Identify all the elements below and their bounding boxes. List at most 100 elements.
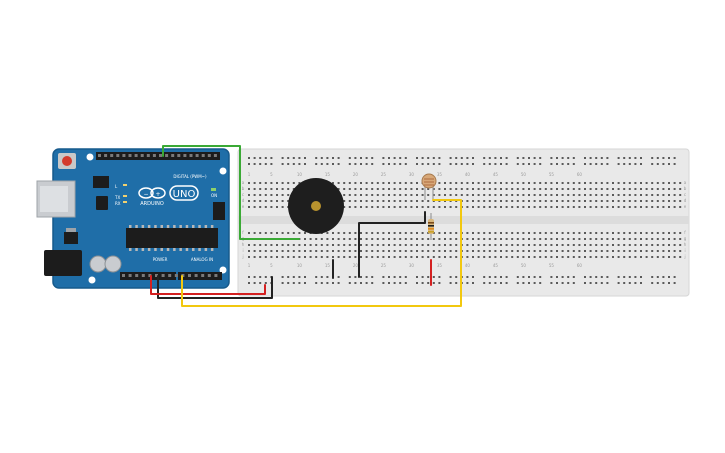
breadboard-hole[interactable] [595, 256, 598, 258]
breadboard-hole[interactable] [337, 276, 340, 278]
breadboard-hole[interactable] [505, 276, 508, 278]
breadboard-hole[interactable] [612, 182, 614, 184]
breadboard-hole[interactable] [281, 188, 284, 190]
breadboard-hole[interactable] [617, 238, 620, 240]
breadboard-hole[interactable] [651, 282, 654, 284]
digital-pin[interactable] [183, 154, 187, 157]
breadboard-hole[interactable] [360, 276, 362, 278]
breadboard-hole[interactable] [410, 238, 413, 240]
analog-pin-header[interactable] [178, 272, 222, 280]
breadboard-hole[interactable] [348, 238, 351, 240]
breadboard-hole[interactable] [668, 194, 670, 196]
breadboard-hole[interactable] [572, 188, 575, 190]
breadboard-hole[interactable] [354, 206, 357, 208]
breadboard-hole[interactable] [561, 163, 564, 165]
breadboard-hole[interactable] [556, 250, 558, 252]
breadboard-hole[interactable] [270, 232, 273, 234]
breadboard-hole[interactable] [455, 232, 458, 234]
breadboard-hole[interactable] [460, 163, 463, 165]
breadboard-hole[interactable] [444, 232, 446, 234]
breadboard-hole[interactable] [488, 232, 491, 234]
breadboard-hole[interactable] [645, 188, 648, 190]
breadboard-hole[interactable] [561, 256, 564, 258]
breadboard-hole[interactable] [595, 157, 598, 159]
breadboard-hole[interactable] [528, 244, 530, 246]
breadboard-hole[interactable] [404, 188, 407, 190]
breadboard-hole[interactable] [298, 282, 301, 284]
breadboard-hole[interactable] [287, 163, 290, 165]
breadboard-hole[interactable] [360, 244, 362, 246]
breadboard-hole[interactable] [522, 276, 525, 278]
breadboard-hole[interactable] [477, 200, 480, 202]
breadboard-hole[interactable] [393, 163, 396, 165]
breadboard-hole[interactable] [472, 232, 474, 234]
breadboard-hole[interactable] [365, 163, 368, 165]
breadboard-hole[interactable] [393, 194, 396, 196]
breadboard-hole[interactable] [572, 250, 575, 252]
breadboard-hole[interactable] [365, 282, 368, 284]
breadboard-hole[interactable] [483, 232, 486, 234]
breadboard-hole[interactable] [393, 276, 396, 278]
breadboard-hole[interactable] [477, 232, 480, 234]
breadboard-hole[interactable] [281, 244, 284, 246]
breadboard-hole[interactable] [673, 200, 676, 202]
power-analog-pin[interactable] [188, 274, 191, 277]
breadboard-hole[interactable] [276, 182, 278, 184]
breadboard-hole[interactable] [494, 194, 497, 196]
breadboard-hole[interactable] [455, 182, 458, 184]
breadboard-hole[interactable] [539, 188, 542, 190]
breadboard-hole[interactable] [617, 256, 620, 258]
breadboard-hole[interactable] [662, 250, 665, 252]
breadboard-hole[interactable] [337, 182, 340, 184]
breadboard-hole[interactable] [567, 282, 570, 284]
breadboard-hole[interactable] [617, 157, 620, 159]
breadboard-hole[interactable] [673, 244, 676, 246]
breadboard-hole[interactable] [264, 163, 267, 165]
breadboard-hole[interactable] [483, 194, 486, 196]
breadboard-hole[interactable] [572, 194, 575, 196]
breadboard-hole[interactable] [640, 163, 642, 165]
breadboard-hole[interactable] [460, 194, 463, 196]
breadboard-hole[interactable] [304, 163, 306, 165]
breadboard-hole[interactable] [404, 276, 407, 278]
digital-pin[interactable] [146, 154, 150, 157]
breadboard-hole[interactable] [651, 182, 654, 184]
breadboard-hole[interactable] [584, 276, 586, 278]
breadboard-hole[interactable] [427, 206, 430, 208]
breadboard-hole[interactable] [360, 256, 362, 258]
breadboard-hole[interactable] [393, 282, 396, 284]
breadboard-hole[interactable] [248, 244, 250, 246]
breadboard-hole[interactable] [572, 244, 575, 246]
breadboard-hole[interactable] [483, 244, 486, 246]
breadboard-hole[interactable] [589, 282, 592, 284]
breadboard-hole[interactable] [488, 256, 491, 258]
breadboard-hole[interactable] [404, 282, 407, 284]
breadboard-hole[interactable] [287, 194, 290, 196]
breadboard-hole[interactable] [572, 182, 575, 184]
breadboard-hole[interactable] [270, 163, 273, 165]
breadboard-hole[interactable] [516, 157, 519, 159]
breadboard-hole[interactable] [360, 194, 362, 196]
breadboard-hole[interactable] [472, 250, 474, 252]
breadboard-hole[interactable] [388, 194, 390, 196]
breadboard-hole[interactable] [371, 163, 374, 165]
breadboard-hole[interactable] [516, 282, 519, 284]
breadboard-hole[interactable] [533, 200, 536, 202]
breadboard-hole[interactable] [567, 206, 570, 208]
breadboard-hole[interactable] [410, 232, 413, 234]
breadboard-hole[interactable] [628, 163, 631, 165]
breadboard-hole[interactable] [304, 157, 306, 159]
breadboard-hole[interactable] [645, 182, 648, 184]
breadboard-hole[interactable] [427, 282, 430, 284]
breadboard-hole[interactable] [600, 276, 603, 278]
breadboard-hole[interactable] [298, 250, 301, 252]
reset-button-cap[interactable] [62, 156, 72, 166]
breadboard-hole[interactable] [472, 276, 474, 278]
breadboard-hole[interactable] [679, 232, 682, 234]
breadboard-hole[interactable] [539, 194, 542, 196]
breadboard-hole[interactable] [354, 238, 357, 240]
breadboard-hole[interactable] [500, 256, 502, 258]
breadboard-hole[interactable] [505, 163, 508, 165]
breadboard-hole[interactable] [656, 206, 659, 208]
breadboard-hole[interactable] [584, 250, 586, 252]
